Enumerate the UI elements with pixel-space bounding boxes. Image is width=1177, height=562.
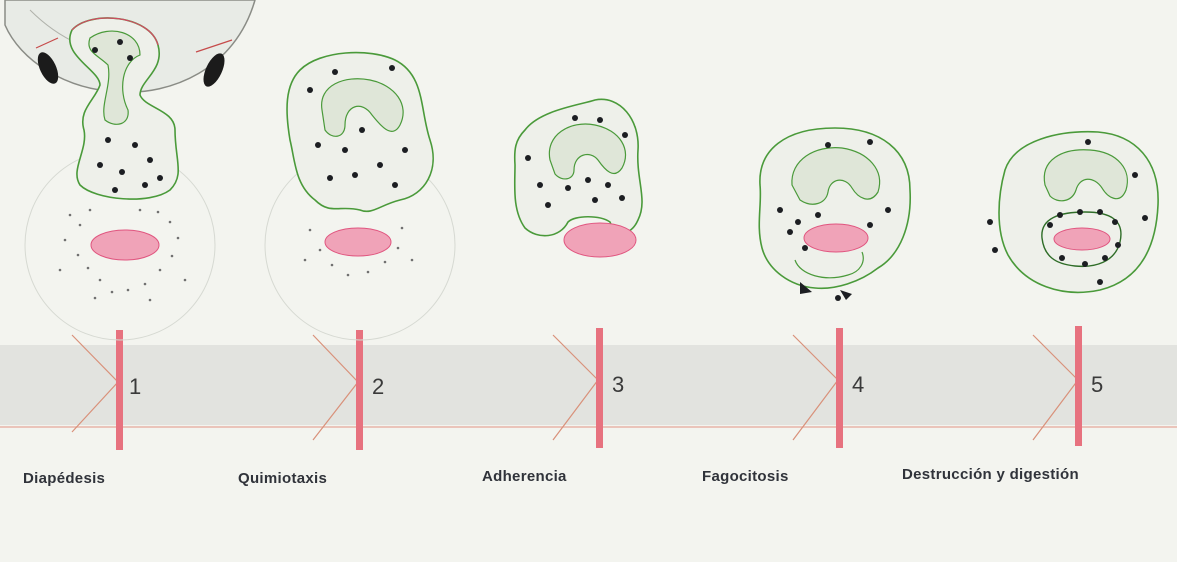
cell-stage-3: [515, 99, 642, 257]
stage-number-3: 3: [612, 372, 624, 398]
marker-stage-2: [356, 330, 363, 450]
particle-2: [325, 228, 391, 256]
stage-label-4: Fagocitosis: [702, 468, 789, 485]
particle-4: [804, 224, 868, 252]
pseudopod-tip-right: [840, 290, 852, 300]
stage-label-2: Quimiotaxis: [238, 470, 327, 487]
cell-stage-5: [987, 132, 1158, 293]
particle-1: [91, 230, 159, 260]
marker-stage-5: [1075, 326, 1082, 446]
particle-5: [1054, 228, 1110, 250]
stage-label-3: Adherencia: [482, 468, 567, 485]
process-band: [0, 345, 1177, 425]
stage-number-5: 5: [1091, 372, 1103, 398]
cell-stage-2: [287, 53, 433, 277]
stage-label-5: Destrucción y digestión: [902, 466, 1079, 483]
stage-number-1: 1: [129, 374, 141, 400]
particle-3: [564, 223, 636, 257]
stage-number-2: 2: [372, 374, 384, 400]
marker-stage-1: [116, 330, 123, 450]
stage-label-1: Diapédesis: [23, 470, 105, 487]
marker-stage-4: [836, 328, 843, 448]
cell-stage-4: [759, 128, 910, 301]
stage-number-4: 4: [852, 372, 864, 398]
marker-stage-3: [596, 328, 603, 448]
